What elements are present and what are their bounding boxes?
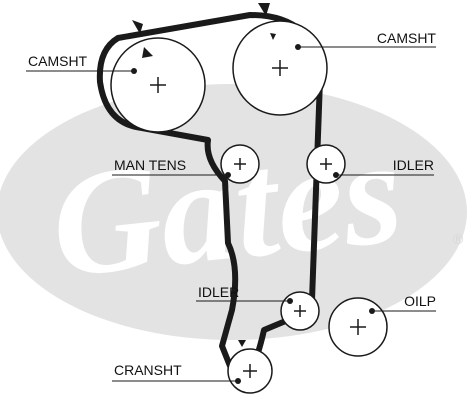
pulley-idler-lower xyxy=(280,291,320,331)
pulley-camshaft-right xyxy=(232,20,328,116)
leader-crankshaft xyxy=(112,378,241,384)
pulley-camshaft-left xyxy=(110,37,206,133)
pulley-idler-upper xyxy=(306,144,346,184)
leader-camshaft-left xyxy=(26,68,137,74)
timing-mark-camshaft-left-inner xyxy=(142,47,153,58)
label-crankshaft: CRANSHT xyxy=(114,362,182,378)
leader-idler-lower xyxy=(196,298,293,304)
leader-manual-tensioner xyxy=(112,172,231,178)
label-manual-tensioner: MAN TENS xyxy=(114,157,186,173)
label-idler-lower: IDLER xyxy=(198,284,239,300)
leader-idler-upper xyxy=(333,172,434,178)
timing-mark-camshaft-right-outer xyxy=(258,3,270,16)
leader-camshaft-right xyxy=(295,44,436,50)
registered-mark: ® xyxy=(451,232,465,248)
pulley-oil-pump xyxy=(328,297,388,357)
timing-mark-camshaft-left-outer xyxy=(132,20,143,34)
pulley-crankshaft xyxy=(227,348,273,394)
leader-oil-pump xyxy=(369,308,436,314)
watermark-oval xyxy=(0,84,467,340)
label-camshaft-left: CAMSHT xyxy=(28,53,88,69)
timing-mark-camshaft-right-inner xyxy=(270,33,276,40)
label-camshaft-right: CAMSHT xyxy=(377,30,437,46)
timing-mark-crankshaft xyxy=(238,340,246,347)
label-oil-pump: OILP xyxy=(404,293,436,309)
label-idler-upper: IDLER xyxy=(393,157,434,173)
